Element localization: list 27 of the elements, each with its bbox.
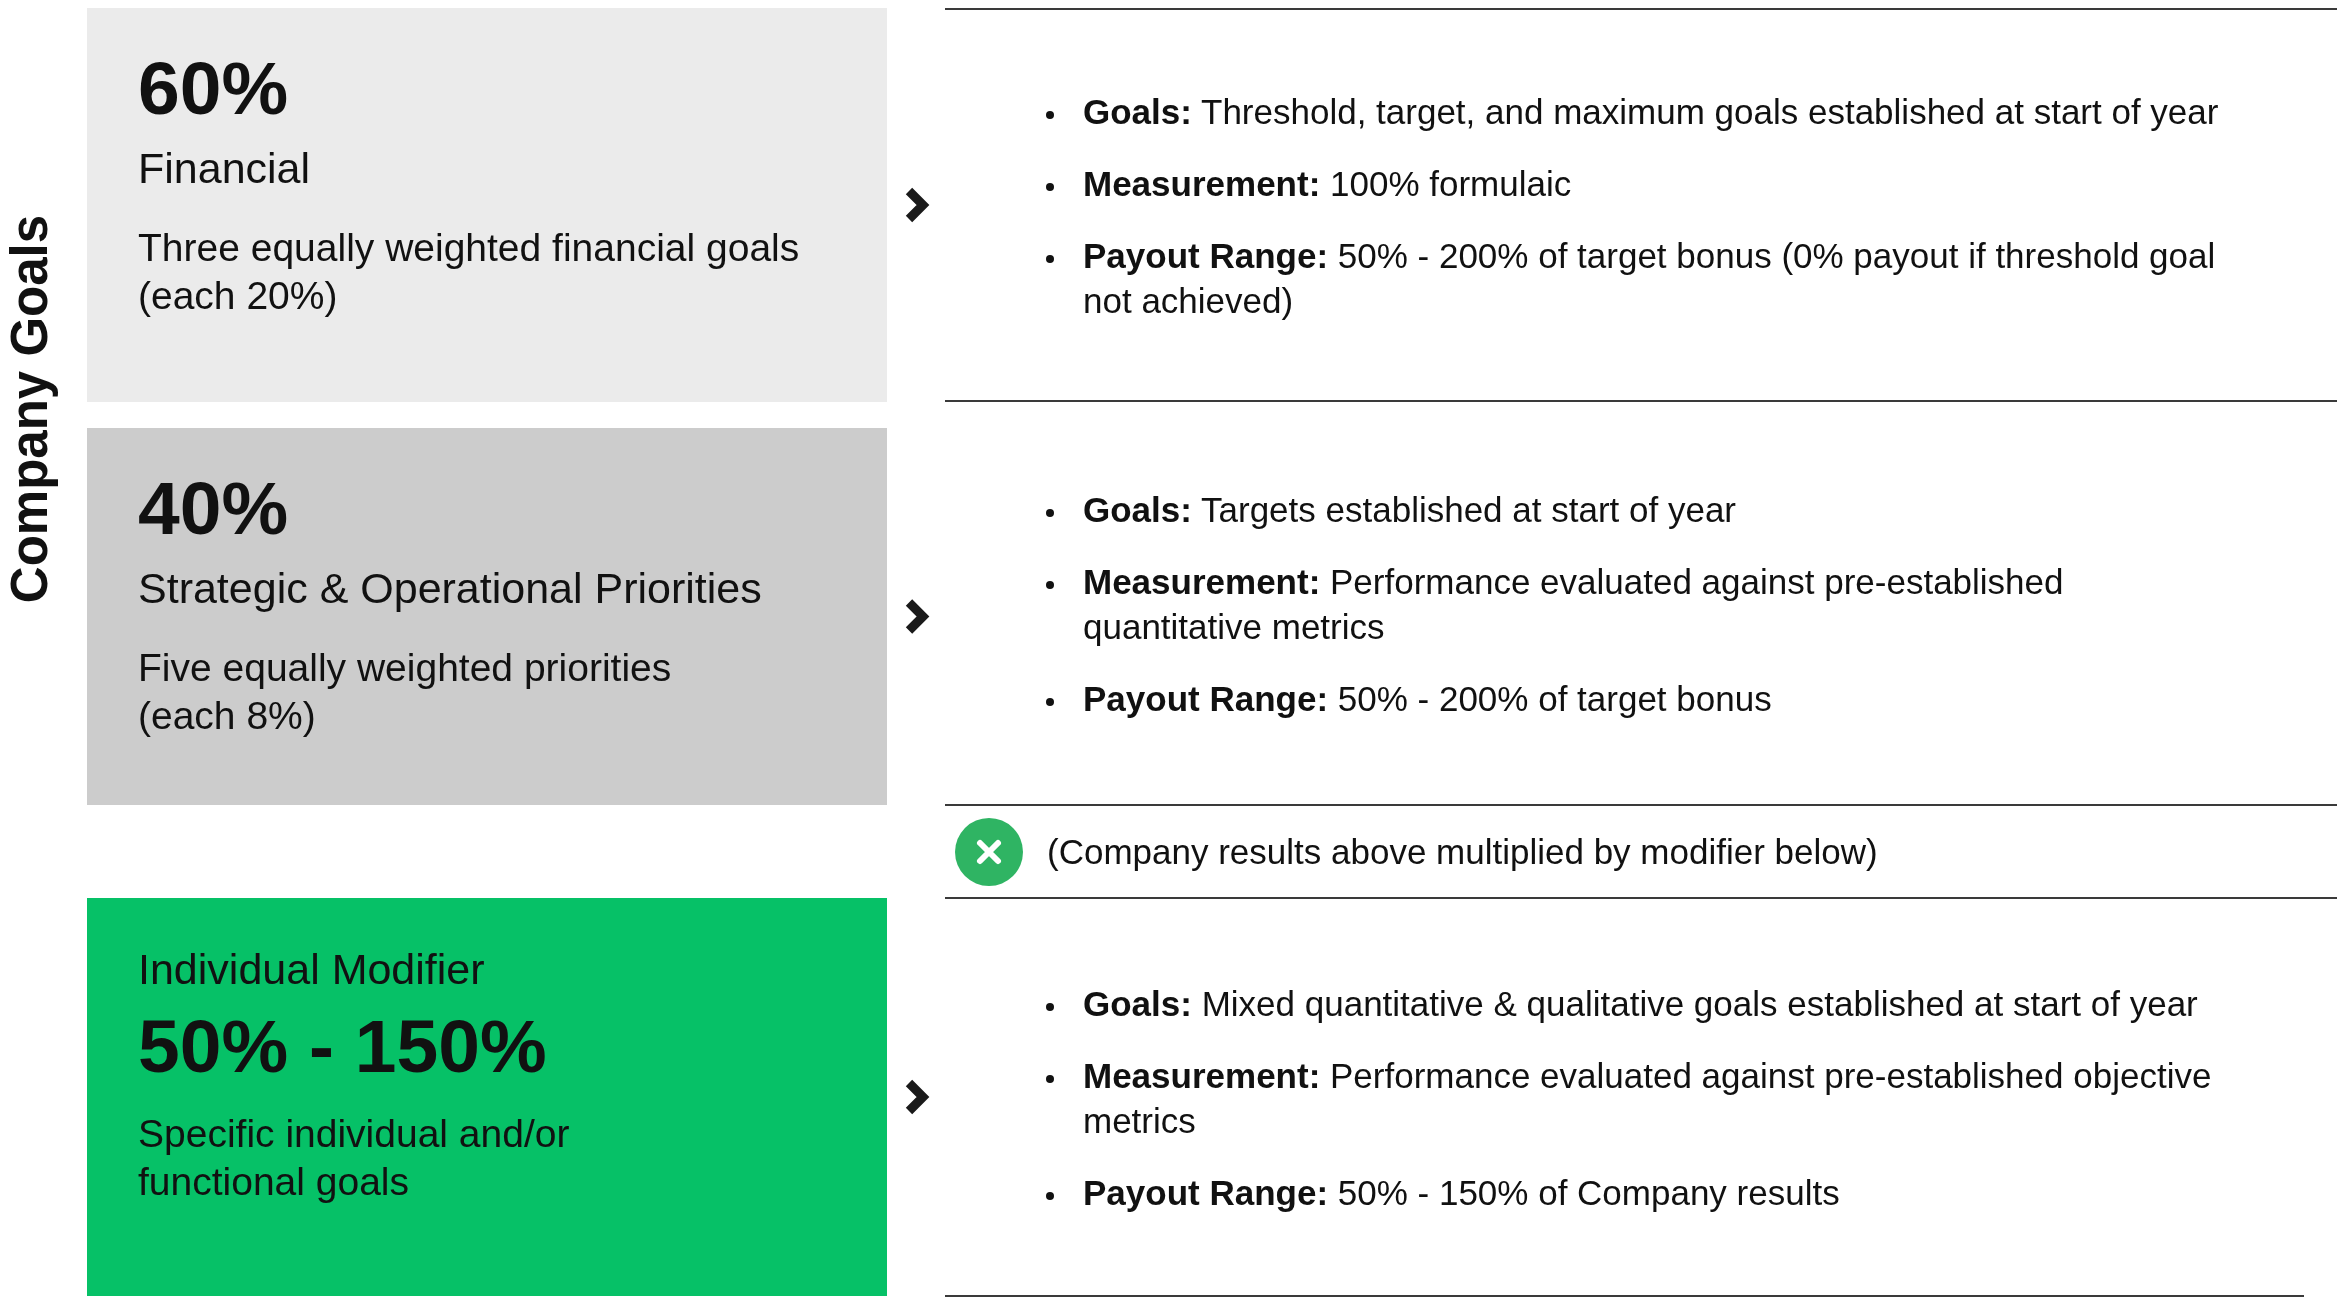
percentage-figure: 40% xyxy=(138,468,289,548)
bullet-text: Payout Range: 50% - 200% of target bonus (0% payout if threshold goal not achieved) xyxy=(1083,235,2217,322)
bullet-text: Goals: Targets established at start of year xyxy=(1083,489,1736,531)
weight-card xyxy=(87,428,887,805)
bullet-text: Goals: Threshold, target, and maximum goals established at start of year xyxy=(1083,91,2219,133)
bullet-text: Measurement: Performance evaluated against pre-established quantitative metrics xyxy=(1083,561,2065,648)
chevron-arrow xyxy=(905,599,930,634)
card-title: Individual Modifier xyxy=(138,944,485,994)
bullet-text: Payout Range: 50% - 200% of target bonus xyxy=(1083,678,1772,720)
note-text: (Company results above multiplied by modifier below) xyxy=(1047,831,1878,873)
card-description: Specific individual and/or functional goals xyxy=(138,1111,571,1205)
section-label: Company Goals xyxy=(2,214,58,604)
chevron-arrow xyxy=(905,187,930,223)
bullet-text: Measurement: 100% formulaic xyxy=(1083,163,1572,205)
details-panel xyxy=(945,897,2337,1297)
card-title: Strategic & Operational Priorities xyxy=(138,563,762,613)
percentage-figure: 60% xyxy=(138,48,289,128)
percentage-figure: 50% - 150% xyxy=(138,1006,547,1086)
card-title: Financial xyxy=(138,143,311,193)
card-description: Five equally weighted priorities (each 8%) xyxy=(138,645,673,739)
details-panel xyxy=(945,8,2337,402)
bullet-text: Payout Range: 50% - 150% of Company results xyxy=(1083,1172,1840,1214)
chevron-arrow xyxy=(905,1079,930,1115)
bullet-text: Measurement: Performance evaluated against pre-established objective metrics xyxy=(1083,1055,2213,1142)
weight-card xyxy=(87,898,887,1296)
bullet-text: Goals: Mixed quantitative & qualitative goals established at start of year xyxy=(1083,983,2198,1025)
card-description: Three equally weighted financial goals (each 20%) xyxy=(138,225,801,319)
